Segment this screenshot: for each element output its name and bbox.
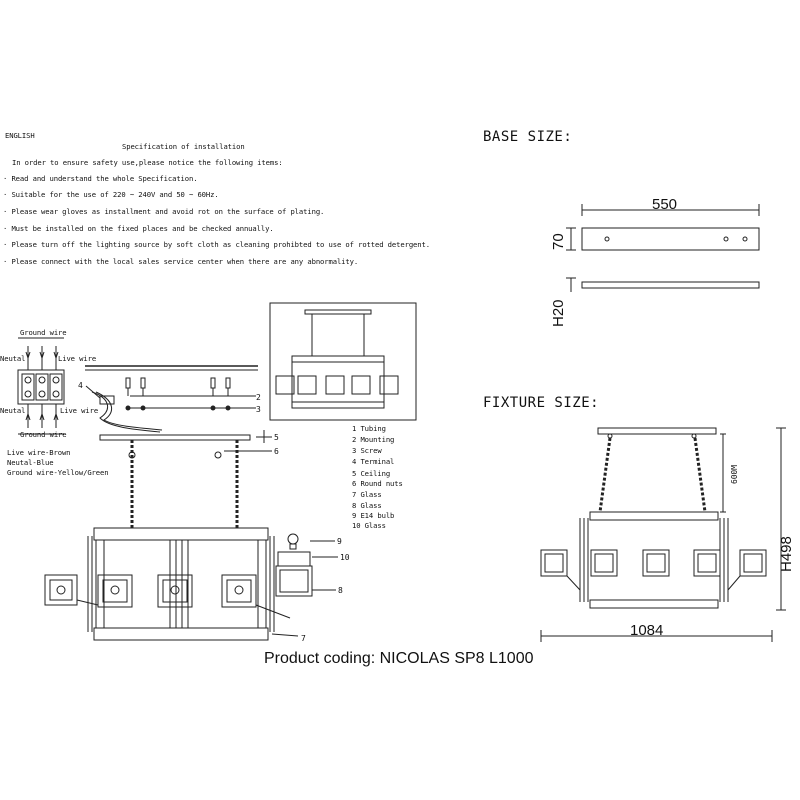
base-plate-drawing xyxy=(566,204,760,292)
parts-list-item: 10 Glass xyxy=(352,521,386,530)
fixture-width-dimension: 1084 xyxy=(630,622,664,639)
base-size-heading: BASE SIZE: xyxy=(483,129,573,145)
live-wire-label: Live wire xyxy=(60,406,99,415)
spec-item: · Must be installed on the fixed places … xyxy=(3,224,274,233)
callout-number: 4 xyxy=(78,381,83,390)
parts-list-item: 3 Screw xyxy=(352,446,382,455)
spec-intro: In order to ensure safety use,please not… xyxy=(12,158,283,167)
callout-number: 10 xyxy=(340,553,350,562)
spec-item: · Please connect with the local sales se… xyxy=(3,257,359,266)
mounting-bracket xyxy=(85,365,258,433)
parts-list-item: 6 Round nuts xyxy=(352,479,403,488)
wire-color-legend: Ground wire-Yellow/Green xyxy=(7,468,109,477)
terminal-block-diagram xyxy=(17,337,65,435)
lamp-shade-row xyxy=(44,574,291,619)
wire-color-legend: Neutal-Blue xyxy=(7,458,54,467)
parts-list-item: 9 E14 bulb xyxy=(352,511,395,520)
hanging-chain xyxy=(130,440,239,530)
spec-item: · Please turn off the lighting source by… xyxy=(3,240,430,249)
parts-list-item: 4 Terminal xyxy=(352,457,395,466)
callout-number: 7 xyxy=(301,634,306,643)
fixture-front-drawing xyxy=(540,427,786,642)
spec-item: · Read and understand the whole Specific… xyxy=(3,174,198,183)
callout-number: 6 xyxy=(274,447,279,456)
spec-title: Specification of installation xyxy=(122,142,245,151)
base-width-dimension: 550 xyxy=(652,196,678,213)
neutal-label: Neutal xyxy=(0,406,26,415)
fixture-frame xyxy=(87,527,275,641)
language-label: ENGLISH xyxy=(5,131,35,140)
bulb-glass-exploded xyxy=(271,533,338,637)
parts-list-item: 1 Tubing xyxy=(352,424,386,433)
ground-wire-label: Ground wire xyxy=(20,328,67,337)
callout-number: 9 xyxy=(337,537,342,546)
parts-list-item: 7 Glass xyxy=(352,490,382,499)
callout-number: 2 xyxy=(256,393,261,402)
parts-list-item: 2 Mounting xyxy=(352,435,395,444)
parts-list-item: 8 Glass xyxy=(352,501,382,510)
neutal-label: Neutal xyxy=(0,354,26,363)
spec-item: · Suitable for the use of 220 ~ 240V and… xyxy=(3,190,219,199)
spec-item: · Please wear gloves as installment and … xyxy=(3,207,325,216)
product-coding: Product coding: NICOLAS SP8 L1000 xyxy=(264,650,534,667)
callout-number: 3 xyxy=(256,405,261,414)
wire-color-legend: Live wire-Brown xyxy=(7,448,71,457)
parts-list-item: 5 Ceiling xyxy=(352,469,391,478)
inset-detail xyxy=(269,302,417,421)
callout-number: 5 xyxy=(274,433,279,442)
fixture-size-heading: FIXTURE SIZE: xyxy=(483,395,600,411)
ceiling-plate xyxy=(99,430,272,459)
live-wire-label: Live wire xyxy=(58,354,97,363)
callout-number: 8 xyxy=(338,586,343,595)
